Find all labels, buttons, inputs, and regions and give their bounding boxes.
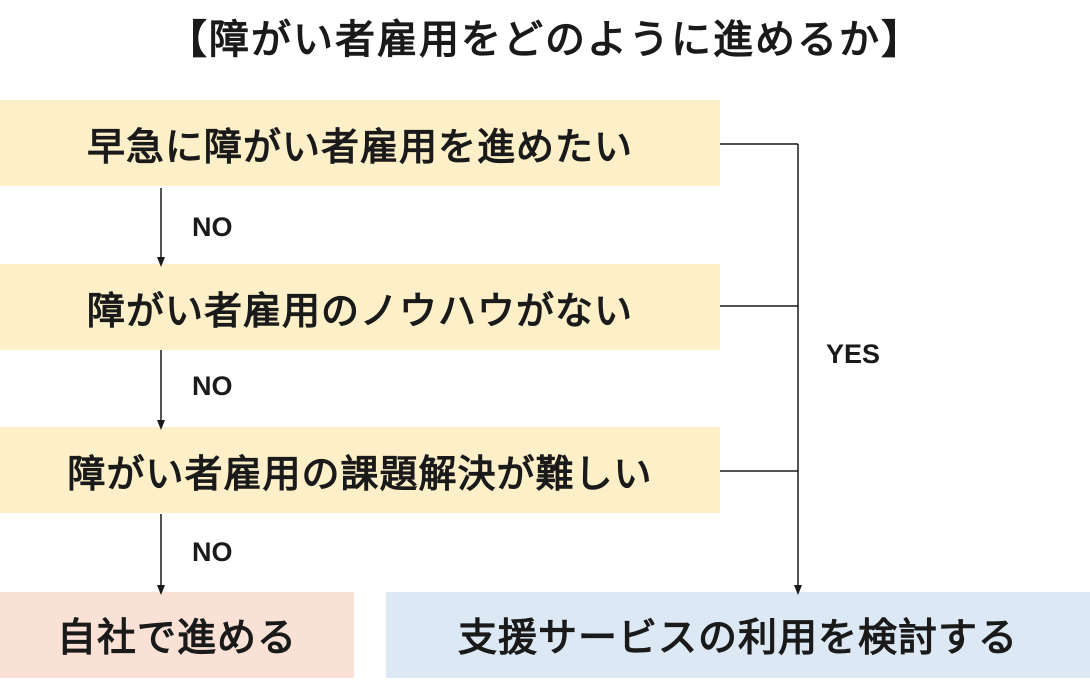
question-text-urgent: 早急に障がい者雇用を進めたい [86, 124, 633, 169]
question-box-no-knowhow: 障がい者雇用のノウハウがない [0, 264, 720, 350]
question-box-hard-issues: 障がい者雇用の課題解決が難しい [0, 427, 720, 513]
question-box-urgent: 早急に障がい者雇用を進めたい [0, 100, 720, 186]
no-label-1: NO [192, 212, 233, 242]
result-text-self: 自社で進める [56, 616, 297, 661]
result-text-support-service: 支援サービスの利用を検討する [457, 616, 1018, 661]
question-text-no-knowhow: 障がい者雇用のノウハウがない [86, 288, 633, 333]
question-text-hard-issues: 障がい者雇用の課題解決が難しい [67, 451, 653, 496]
result-box-support-service: 支援サービスの利用を検討する [386, 592, 1090, 678]
no-label-3: NO [192, 537, 233, 567]
yes-label: YES [826, 339, 881, 369]
no-label-2: NO [192, 371, 233, 401]
diagram-title: 【障がい者雇用をどのように進めるか】 [167, 17, 923, 63]
result-box-self: 自社で進める [0, 592, 354, 678]
